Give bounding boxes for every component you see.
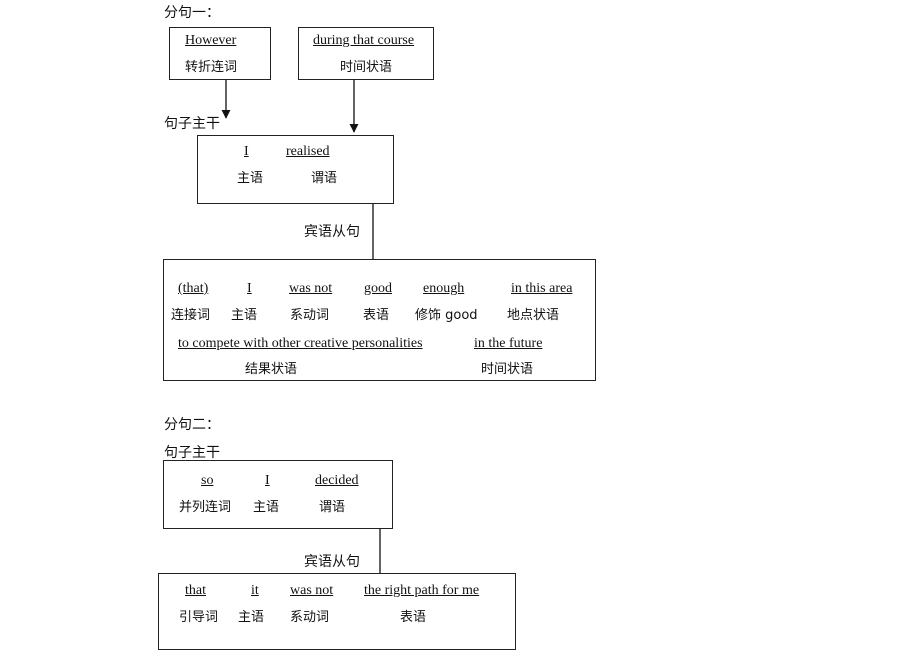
obj2-predicative-text: the right path for me [364,583,480,598]
clause1-main-box: I 主语 realised 谓语 [197,135,394,204]
however-role: 转折连词 [185,60,238,75]
obj2-it-role: 主语 [238,610,265,625]
obj1-wasnot-role: 系动词 [290,308,330,323]
obj2-that-text: that [185,583,206,598]
clause1-object-label: 宾语从句 [304,224,360,240]
however-box: However 转折连词 [169,27,271,80]
obj2-it-text: it [251,583,259,598]
obj1-result-role: 结果状语 [245,362,298,377]
during-text: during that course [313,33,415,48]
clause2-main-label: 句子主干 [164,445,220,461]
main2-subject-text: I [265,473,270,488]
obj1-good-role: 表语 [363,308,390,323]
clause1-main-label: 句子主干 [164,116,220,132]
obj1-place-role: 地点状语 [507,308,560,323]
main2-so-role: 并列连词 [179,500,232,515]
obj2-predicative-role: 表语 [400,610,427,625]
main2-subject-role: 主语 [253,500,280,515]
main1-subject-text: I [244,144,249,159]
during-box: during that course 时间状语 [298,27,434,80]
clause1-title: 分句一： [164,5,220,21]
clause2-object-label: 宾语从句 [304,554,360,570]
obj1-subject-role: 主语 [231,308,258,323]
clause1-object-box: (that) 连接词 I 主语 was not 系动词 good 表语 enou… [163,259,596,381]
obj1-result-text: to compete with other creative personali… [178,336,423,351]
obj2-wasnot-role: 系动词 [290,610,330,625]
obj1-that-role: 连接词 [171,308,211,323]
clause2-main-box: so 并列连词 I 主语 decided 谓语 [163,460,393,529]
clause2-title: 分句二： [164,417,220,433]
main1-verb-role: 谓语 [311,171,338,186]
main1-subject-role: 主语 [237,171,264,186]
obj1-that-text: (that) [178,281,209,296]
main2-verb-role: 谓语 [319,500,346,515]
main1-verb-text: realised [286,144,330,159]
obj1-good-text: good [364,281,392,296]
obj1-time-text: in the future [474,336,543,351]
during-role: 时间状语 [340,60,393,75]
obj1-subject-text: I [247,281,252,296]
obj1-place-text: in this area [511,281,573,296]
obj1-enough-role: 修饰 good [415,308,478,323]
obj2-wasnot-text: was not [290,583,334,598]
obj1-enough-text: enough [423,281,465,296]
obj2-that-role: 引导词 [179,610,219,625]
obj1-time-role: 时间状语 [481,362,534,377]
main2-verb-text: decided [315,473,359,488]
however-text: However [185,33,237,48]
main2-so-text: so [201,473,214,488]
obj1-wasnot-text: was not [289,281,333,296]
clause2-object-box: that 引导词 it 主语 was not 系动词 the right pat… [158,573,516,650]
